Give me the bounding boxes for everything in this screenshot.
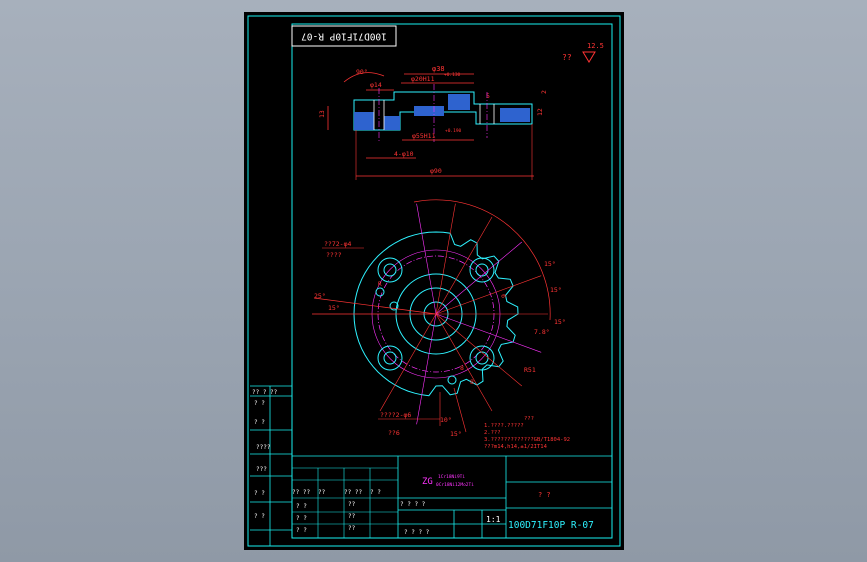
- radial-ray: [435, 241, 522, 315]
- plan-view: ??72-φ4 ???? 25° 15° 15° 15° 15° 7.8° R5…: [312, 199, 566, 438]
- title-block-text: ?? ?? ?? ?? ?? ? ? ? ? ? ? ? ? ?? ?? ?? …: [292, 489, 430, 536]
- dim-9: 9: [500, 294, 508, 298]
- material-sub-2: 0Cr18Ni12Mo2Ti: [436, 482, 474, 488]
- svg-text:? ?: ? ?: [254, 513, 265, 520]
- svg-text:??: ??: [318, 489, 326, 496]
- svg-text:3.?????????????GB/T1804-92: 3.?????????????GB/T1804-92: [484, 437, 570, 443]
- angle-25: 25°: [314, 292, 326, 300]
- radial-ray: [435, 313, 542, 353]
- svg-text:?? ??: ?? ??: [292, 489, 310, 496]
- dim-d38: φ38: [432, 65, 445, 73]
- title-block-lines: [292, 455, 612, 538]
- svg-text:? ?: ? ?: [296, 515, 307, 522]
- radial-ray: [435, 313, 522, 387]
- hole-note-top: ??72-φ4: [324, 240, 351, 248]
- angle-15d: 15°: [544, 260, 556, 268]
- radial-ray: [379, 313, 437, 412]
- angle-10: 10°: [440, 416, 452, 424]
- radial-dimension-rays: [379, 203, 548, 425]
- svg-text:1.????.?????: 1.????.?????: [484, 423, 524, 429]
- dim-8b: 8: [470, 378, 474, 386]
- svg-text:?? ? ??: ?? ? ??: [252, 389, 278, 396]
- dim-8a: 8: [460, 364, 464, 372]
- svg-text:?? ??: ?? ??: [344, 489, 362, 496]
- svg-text:12.5: 12.5: [587, 42, 604, 50]
- dim-angle-top: 90°: [356, 68, 368, 76]
- roughness-question: ??: [562, 53, 572, 62]
- svg-text:2.???: 2.???: [484, 430, 501, 436]
- svg-text:? ? ? ?: ? ? ? ?: [404, 529, 430, 536]
- outer-border: [247, 15, 621, 547]
- svg-text:? ?: ? ?: [254, 400, 265, 407]
- angle-15b: 15°: [550, 286, 562, 294]
- cad-drawing: 100D71F10P R-07 ?? 12.5 φ38 φ20H11 +0.13…: [247, 15, 621, 547]
- svg-text:????: ????: [256, 444, 271, 451]
- bolt-holes: [375, 257, 495, 385]
- drawing-sheet: 100D71F10P R-07 ?? 12.5 φ38 φ20H11 +0.13…: [244, 12, 624, 550]
- drawing-title: ? ?: [538, 491, 551, 499]
- material-code: ZG: [422, 477, 433, 487]
- dim-d90: φ90: [430, 167, 442, 175]
- dim-d20: φ20H11: [411, 75, 435, 83]
- svg-text:??: ??: [348, 513, 356, 520]
- roughness-symbol: 12.5: [582, 42, 604, 63]
- title-grid: [291, 467, 398, 538]
- svg-text:???: ???: [256, 466, 267, 473]
- dim-h2: 2: [540, 90, 548, 94]
- radial-ray: [416, 203, 437, 315]
- angle-78: 7.8°: [534, 328, 550, 336]
- scale-value: 1:1: [486, 515, 501, 524]
- dim-hole-count: 4-φ10: [394, 150, 414, 158]
- svg-text:? ?: ? ?: [370, 489, 381, 496]
- angle-15a: 15°: [328, 304, 340, 312]
- dim-d55-tol: +0.190: [445, 128, 462, 134]
- angle-15c: 15°: [554, 318, 566, 326]
- dim-r: R: [378, 281, 382, 288]
- radius-label: R51: [524, 366, 536, 374]
- svg-text:? ?: ? ?: [296, 527, 307, 534]
- svg-text:? ?: ? ?: [254, 490, 265, 497]
- svg-text:??: ??: [348, 525, 356, 532]
- radial-ray: [435, 313, 493, 412]
- part-number-rotated: 100D71F10P R-07: [301, 31, 387, 42]
- dim-d55: φ55H11: [412, 132, 436, 140]
- hole-note-bottom: ????2-φ6: [380, 411, 411, 419]
- dim-h13: 13: [318, 110, 326, 118]
- outer-dim-arc: [413, 199, 551, 321]
- radial-ray: [435, 203, 456, 315]
- svg-text:? ? ? ?: ? ? ? ?: [400, 501, 426, 508]
- radial-ray: [416, 313, 437, 425]
- left-column-table: [250, 385, 292, 546]
- bottom-note: ??6: [388, 429, 400, 437]
- svg-text:???: ???: [524, 416, 534, 422]
- hole-note-top-2: ????: [326, 251, 342, 259]
- inner-border: [291, 23, 613, 539]
- svg-text:? ?: ? ?: [254, 419, 265, 426]
- dim-d20-tol: +0.130: [444, 72, 461, 78]
- drawing-number: 100D71F10P R-07: [508, 520, 594, 531]
- svg-text:??: ??: [348, 501, 356, 508]
- technical-requirements: ??? 1.????.????? 2.??? 3.?????????????GB…: [484, 416, 570, 450]
- material-sub-1: 1Cr18Ni9Ti: [438, 474, 465, 480]
- svg-text:???m14,h14,±1/2IT14: ???m14,h14,±1/2IT14: [484, 444, 548, 450]
- dim-d14: φ14: [370, 81, 382, 89]
- dim-d12: 12: [536, 108, 544, 116]
- radial-ray: [435, 216, 493, 315]
- dim-h5: 5: [486, 92, 490, 100]
- angle-15e: 15°: [450, 430, 462, 438]
- svg-text:? ?: ? ?: [296, 503, 307, 510]
- part-number-box: [291, 25, 397, 47]
- left-column-text: ?? ? ?? ? ? ? ? ???? ??? ? ? ? ?: [252, 389, 278, 520]
- radial-ray: [435, 275, 542, 315]
- section-view: φ38 φ20H11 +0.130 φ14 90° 13 2 12 5 φ55H…: [318, 65, 548, 180]
